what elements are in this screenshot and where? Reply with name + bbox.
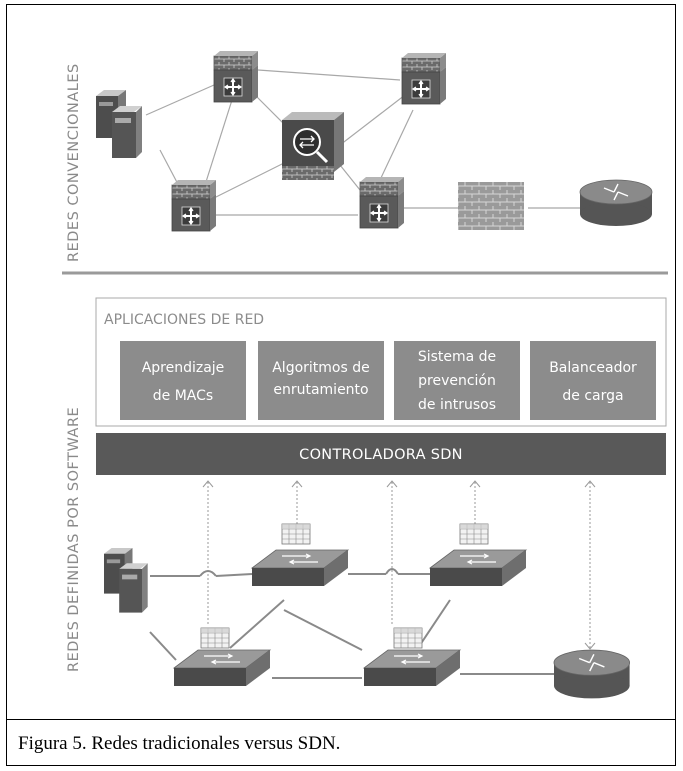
caption-divider (7, 719, 675, 720)
intrusion-prevention-icon (282, 112, 344, 180)
conventional-label: REDES CONVENCIONALES (66, 63, 82, 262)
svg-text:CONTROLADORA SDN: CONTROLADORA SDN (299, 447, 463, 463)
applications-title: APLICACIONES DE RED (104, 312, 264, 328)
app-routing-algorithms: Algoritmos de enrutamiento (258, 341, 384, 420)
figure-caption: Figura 5. Redes tradicionales versus SDN… (18, 733, 341, 754)
figure-frame (6, 4, 676, 766)
flow-table-icon (459, 523, 489, 545)
flow-table-icon (281, 523, 311, 545)
firewall-router-icon (213, 50, 259, 103)
flow-table-icon (200, 627, 230, 649)
server-icon (96, 90, 142, 158)
firewall-router-icon (171, 179, 217, 232)
flow-table-icon (393, 627, 423, 649)
switch-icon (173, 649, 271, 687)
svg-text:enrutamiento: enrutamiento (273, 382, 368, 398)
svg-text:de carga: de carga (562, 388, 623, 404)
firewall-router-icon (359, 176, 405, 229)
svg-text:de MACs: de MACs (153, 388, 213, 404)
app-learning-macs: Aprendizaje de MACs (120, 341, 246, 420)
app-intrusion-prevention: Sistema de prevención de intrusos (394, 341, 520, 420)
firewall-router-icon (401, 52, 447, 105)
svg-text:Algoritmos de: Algoritmos de (272, 360, 370, 376)
svg-text:prevención: prevención (418, 373, 496, 389)
brick-firewall-icon (458, 182, 524, 230)
server-icon (104, 548, 148, 613)
switch-icon (429, 549, 527, 587)
sdn-controller: CONTROLADORA SDN (96, 433, 666, 475)
svg-text:Aprendizaje: Aprendizaje (142, 360, 225, 376)
switch-icon (363, 649, 461, 687)
sdn-label: REDES DEFINIDAS POR SOFTWARE (66, 407, 82, 672)
router-icon (579, 179, 653, 227)
control-link-arrowheads (202, 480, 596, 650)
conventional-links (145, 69, 582, 216)
svg-text:de intrusos: de intrusos (418, 397, 496, 413)
svg-text:Balanceador: Balanceador (549, 360, 637, 376)
svg-text:Sistema de: Sistema de (418, 349, 496, 365)
switch-icon (251, 549, 349, 587)
router-icon (553, 649, 631, 700)
dataplane-links (149, 568, 556, 679)
app-load-balancer: Balanceador de carga (530, 341, 656, 420)
